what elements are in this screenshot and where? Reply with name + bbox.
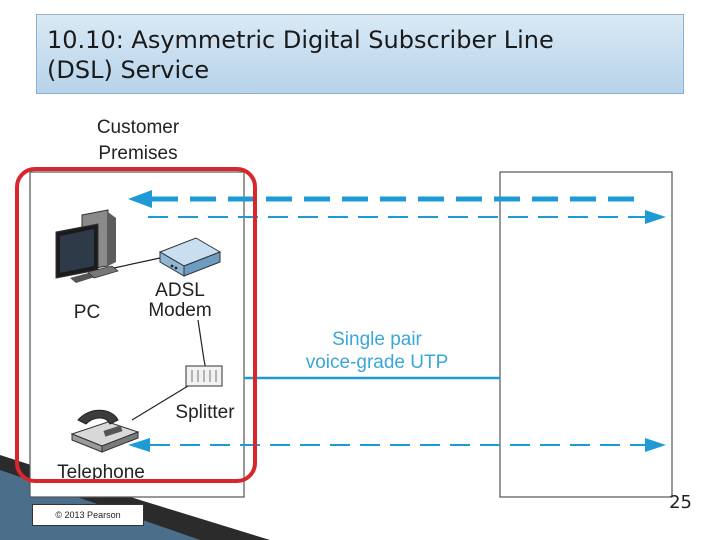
- modem-label-2: Modem: [148, 300, 211, 321]
- modem-label-1: ADSL: [155, 280, 205, 301]
- splitter-label: Splitter: [175, 402, 235, 423]
- slide-title-box: 10.10: Asymmetric Digital Subscriber Lin…: [36, 14, 684, 94]
- slide-title-line-2: (DSL) Service: [47, 56, 210, 84]
- customer-premises-label-2: Premises: [98, 143, 177, 164]
- telephone-label: Telephone: [57, 462, 145, 483]
- remote-end-box: [499, 171, 673, 498]
- upstream-arrowhead: [645, 210, 666, 224]
- customer-premises-label-1: Customer: [97, 117, 180, 138]
- pc-modem-cable: [113, 257, 161, 269]
- voice-arrowhead-left: [128, 438, 150, 452]
- utp-label-1: Single pair: [332, 329, 422, 350]
- utp-label-2: voice-grade UTP: [306, 352, 449, 373]
- telephone-icon: [70, 409, 140, 453]
- pc-icon: [55, 209, 119, 283]
- splitter-icon: [185, 365, 223, 387]
- splitter-phone-cable: [131, 385, 189, 421]
- page-number: 25: [669, 492, 692, 513]
- copyright-footer: © 2013 Pearson: [32, 504, 144, 526]
- adsl-modem-icon: [158, 237, 222, 277]
- voice-arrowhead-right: [645, 438, 666, 452]
- customer-premises-highlight: [15, 167, 257, 483]
- customer-premises-box: [29, 171, 245, 498]
- slide-title-line-1: 10.10: Asymmetric Digital Subscriber Lin…: [47, 26, 554, 54]
- downstream-arrowhead: [128, 190, 152, 208]
- pc-label: PC: [74, 302, 100, 323]
